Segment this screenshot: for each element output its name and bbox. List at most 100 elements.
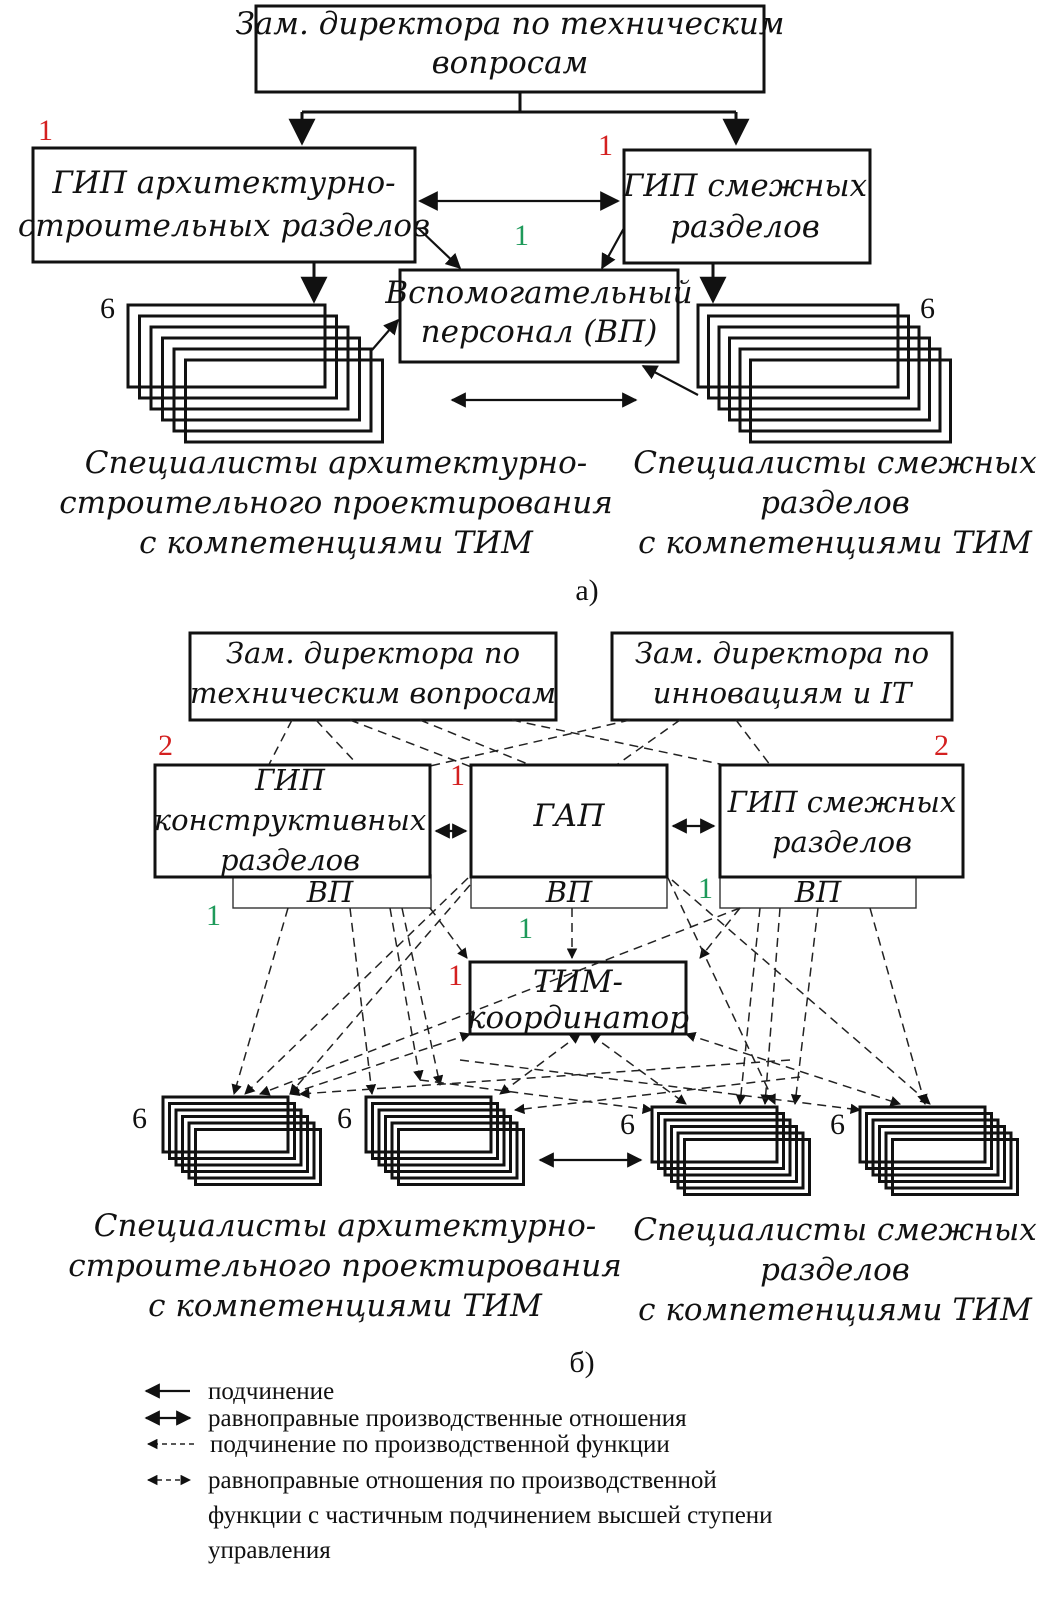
svg-text:инновациям и IT: инновациям и IT: [653, 676, 914, 710]
specialist-card: [364, 1095, 493, 1154]
specialist-card: [377, 1108, 506, 1167]
node-gip-constr: ГИП конструктивных разделов ВП: [153, 763, 432, 909]
specialist-card: [174, 1108, 303, 1167]
node-deputy-it: Зам. директора по инновациям и IT: [610, 631, 954, 722]
arrow-spec-adj-to-vp: [641, 365, 699, 396]
specialist-card: [172, 347, 373, 433]
specialist-card: [168, 1102, 296, 1160]
svg-text:разделов: разделов: [772, 825, 912, 859]
specialist-stack: [161, 1095, 322, 1186]
node-gip-adj: ГИП смежных разделов: [622, 148, 872, 265]
node-gip-adj-b: ГИП смежных разделов ВП: [718, 763, 965, 909]
node-label: Зам. директора по техническим: [235, 6, 784, 42]
specialist-card: [384, 1115, 512, 1173]
node-auxiliary-staff: Вспомогательный персонал (ВП): [384, 268, 693, 364]
vp-label: ВП: [306, 875, 354, 909]
svg-text:с компетенциями ТИМ: с компетенциями ТИМ: [139, 525, 534, 561]
svg-text:Специалисты архитектурно-: Специалисты архитектурно-: [94, 1208, 596, 1244]
count-vp-adj: 1: [698, 872, 713, 905]
label-spec-arch-b: Специалисты архитектурно- строительного …: [68, 1208, 622, 1324]
count-spec-adj: 6: [920, 292, 935, 325]
specialist-stack: [858, 1105, 1019, 1196]
dashed-arrow: [289, 884, 471, 1095]
count-gip-constr: 2: [158, 729, 173, 762]
specialist-card: [126, 303, 327, 389]
legend-item-functional-subordination: подчинение по производственной функции: [146, 1431, 670, 1458]
stack-count: 6: [830, 1108, 845, 1141]
count-gip-arch: 1: [38, 114, 53, 147]
dashed-arrow: [429, 907, 468, 959]
specialist-card: [738, 347, 942, 433]
dashed-arrow: [667, 877, 776, 1105]
svg-text:подчинение: подчинение: [208, 1378, 334, 1405]
count-gap: 1: [450, 759, 465, 792]
count-vp-gap: 1: [518, 912, 533, 945]
arrow-gip-adj-to-vp: [601, 227, 625, 270]
vp-label: ВП: [545, 875, 593, 909]
node-label: персонал (ВП): [421, 314, 658, 350]
svg-text:Специалисты смежных: Специалисты смежных: [633, 1212, 1037, 1248]
legend-item-subordination: подчинение: [144, 1378, 334, 1405]
node-label: ГИП архитектурно-: [51, 165, 395, 201]
specialist-card: [865, 1112, 993, 1170]
stack-count: 6: [132, 1102, 147, 1135]
svg-text:равноправные производственные: равноправные производственные отношения: [208, 1405, 687, 1432]
vp-label: ВП: [794, 875, 842, 909]
node-label: вопросам: [432, 45, 589, 81]
dashed-arrow: [419, 1079, 654, 1114]
dashed-arrow: [389, 907, 424, 1082]
specialist-card: [650, 1105, 779, 1164]
caption-a: а): [575, 574, 598, 607]
specialist-card: [657, 1112, 785, 1170]
specialist-card: [696, 303, 900, 389]
dashed-arrow: [459, 1059, 862, 1115]
dashed-arrow: [735, 907, 761, 1106]
dashed-arrow: [699, 907, 741, 959]
dashed-network: [231, 877, 931, 1115]
svg-text:подчинение по производственной: подчинение по производственной функции: [210, 1431, 670, 1458]
dashed-arrow: [401, 907, 444, 1087]
dashed-arrow: [244, 877, 469, 1095]
count-spec-arch: 6: [100, 292, 115, 325]
specialist-card: [878, 1125, 1006, 1183]
count-vp-constr: 1: [206, 899, 221, 932]
specialist-card: [728, 336, 931, 422]
svg-text:Зам. директора по: Зам. директора по: [226, 636, 520, 670]
svg-text:ГИП: ГИП: [254, 763, 325, 797]
specialist-card: [181, 1115, 309, 1173]
specialist-card: [161, 1095, 290, 1154]
dashed-bidirectional-arrow: [685, 1031, 901, 1107]
specialist-card: [717, 325, 921, 411]
dashed-arrow: [869, 907, 928, 1106]
specialist-card: [858, 1105, 987, 1164]
node-label: Вспомогательный: [384, 275, 692, 311]
specialist-card: [663, 1118, 792, 1177]
svg-text:Зам. директора по: Зам. директора по: [635, 636, 929, 670]
dashed-arrow: [349, 719, 501, 780]
specialist-stacks-b: [161, 1095, 1019, 1196]
svg-text:строительного проектирования: строительного проектирования: [68, 1248, 622, 1284]
specialist-card: [707, 314, 910, 400]
dashed-arrow: [513, 1076, 801, 1115]
svg-text:строительного проектирования: строительного проектирования: [59, 485, 613, 521]
dashed-arrow: [231, 907, 289, 1096]
svg-text:Специалисты смежных: Специалисты смежных: [633, 445, 1037, 481]
svg-text:с компетенциями ТИМ: с компетенциями ТИМ: [638, 525, 1033, 561]
legend-item-equal-relations: равноправные производственные отношения: [144, 1405, 687, 1432]
specialist-card: [670, 1125, 798, 1183]
svg-text:функции с частичным подчинение: функции с частичным подчинением высшей с…: [208, 1502, 773, 1529]
svg-text:разделов: разделов: [760, 1252, 910, 1288]
node-deputy-director-tech: Зам. директора по техническим вопросам: [235, 4, 785, 94]
specialist-card: [184, 358, 384, 444]
specialist-card: [161, 336, 361, 422]
dashed-bidirectional-arrow: [499, 1033, 581, 1095]
connector-tree: [302, 92, 736, 114]
diagram-a: Зам. директора по техническим вопросам 1…: [18, 4, 1037, 607]
specialist-card: [149, 325, 350, 411]
arrow-spec-to-vp: [371, 318, 400, 351]
dashed-arrow: [298, 1059, 791, 1099]
legend: подчинение равноправные производственные…: [144, 1378, 773, 1564]
svg-text:с компетенциями ТИМ: с компетенциями ТИМ: [148, 1288, 543, 1324]
dashed-arrow: [671, 879, 931, 1105]
